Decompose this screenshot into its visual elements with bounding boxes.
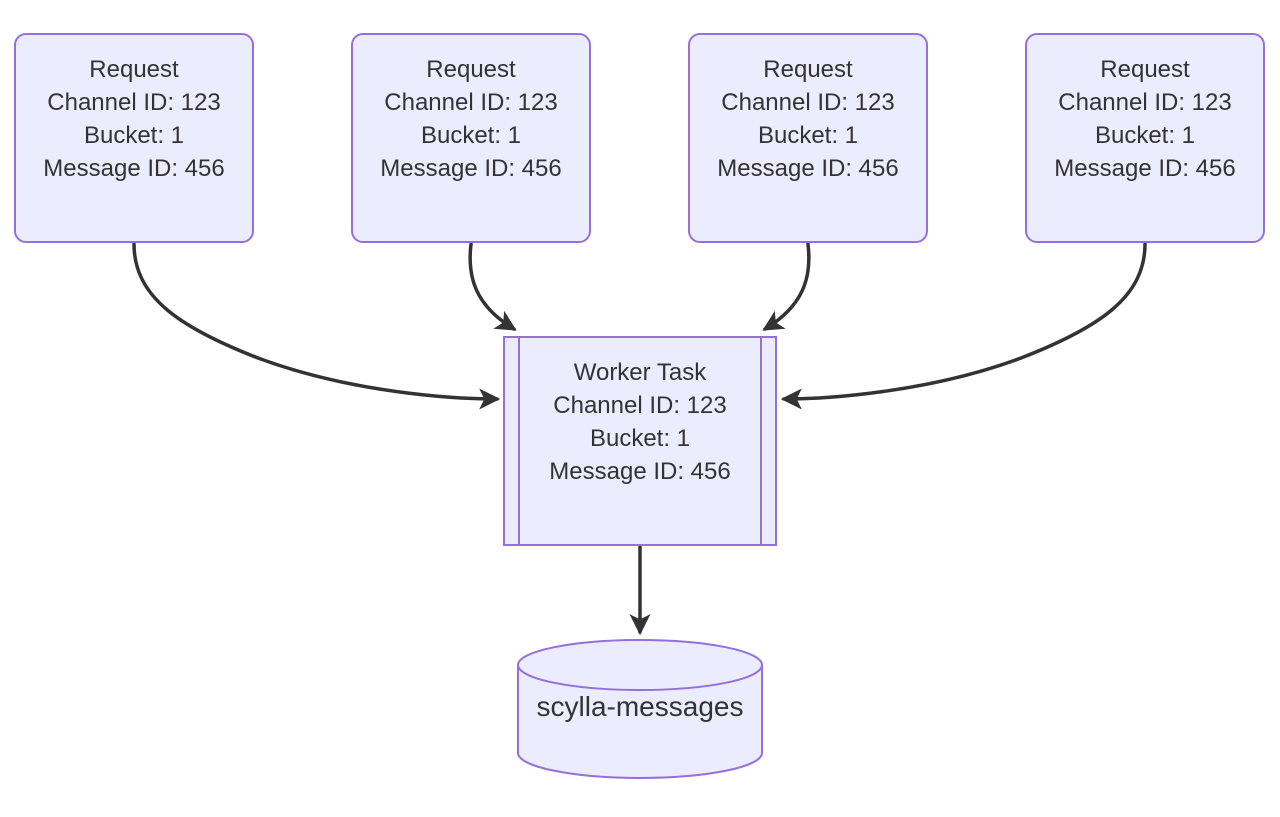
node-channel-line: Channel ID: 123 [553,392,727,419]
request-node-4: Request Channel ID: 123 Bucket: 1 Messag… [1025,33,1265,243]
database-node-label: scylla-messages [536,691,744,722]
node-message-line: Message ID: 456 [1054,155,1236,182]
worker-task-node: Worker Task Channel ID: 123 Bucket: 1 Me… [503,336,777,546]
node-bucket-line: Bucket: 1 [757,122,859,149]
node-bucket-line: Bucket: 1 [83,122,185,149]
node-message-line: Message ID: 456 [43,155,225,182]
node-message-line: Message ID: 456 [549,458,731,485]
node-title: Worker Task [573,359,707,386]
node-title: Request [763,56,853,83]
edge-request3-worker [762,242,811,331]
node-title: Request [1100,56,1190,83]
node-bucket-line: Bucket: 1 [589,425,691,452]
database-cylinder-shape [517,639,763,779]
edge-request4-worker [780,242,1147,410]
node-title: Request [426,56,516,83]
edge-request1-worker [132,242,501,410]
node-channel-line: Channel ID: 123 [721,89,895,116]
node-bucket-line: Bucket: 1 [420,122,522,149]
request-node-3: Request Channel ID: 123 Bucket: 1 Messag… [688,33,928,243]
request-node-2: Request Channel ID: 123 Bucket: 1 Messag… [351,33,591,243]
node-channel-line: Channel ID: 123 [47,89,221,116]
node-message-line: Message ID: 456 [717,155,899,182]
edge-request2-worker [468,242,517,331]
node-message-line: Message ID: 456 [380,155,562,182]
node-title: Request [89,56,179,83]
request-node-1: Request Channel ID: 123 Bucket: 1 Messag… [14,33,254,243]
node-channel-line: Channel ID: 123 [1058,89,1232,116]
node-channel-line: Channel ID: 123 [384,89,558,116]
node-bucket-line: Bucket: 1 [1094,122,1196,149]
